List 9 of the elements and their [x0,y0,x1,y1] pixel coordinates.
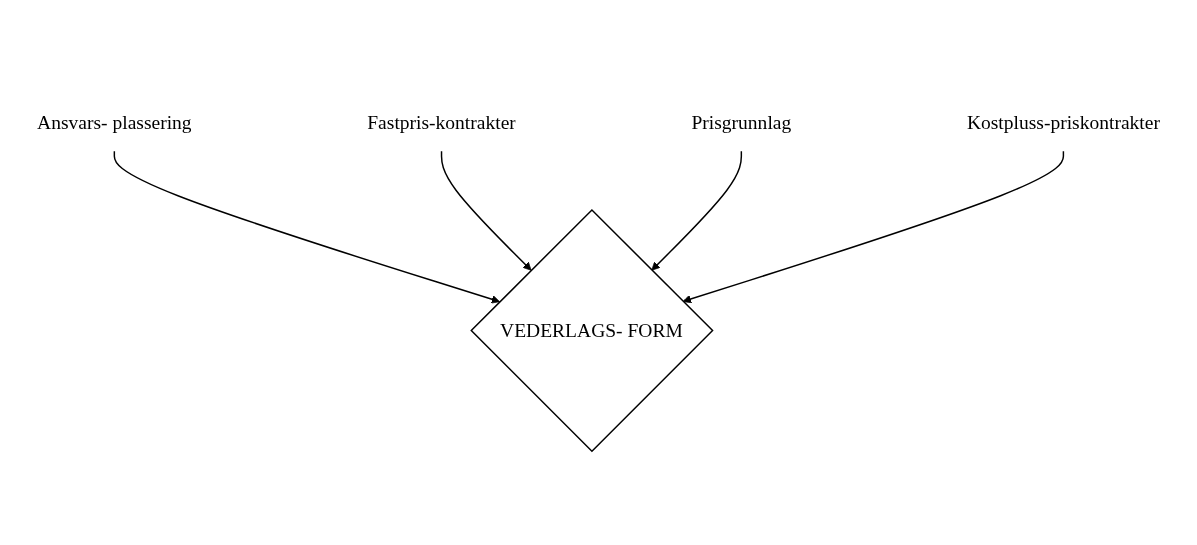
node-text: Prisgrunnlag [691,111,792,134]
node-diamond: VEDERLAGS- FORM [470,209,714,453]
arrow [651,151,743,272]
arrow [440,151,532,272]
arrow [682,151,1065,304]
arrow [113,151,501,304]
node-text: Kostpluss-priskontrakter [966,111,1160,134]
node-text: Fastpris-kontrakter [367,111,516,134]
node-text: Ansvars- plassering [37,111,192,134]
